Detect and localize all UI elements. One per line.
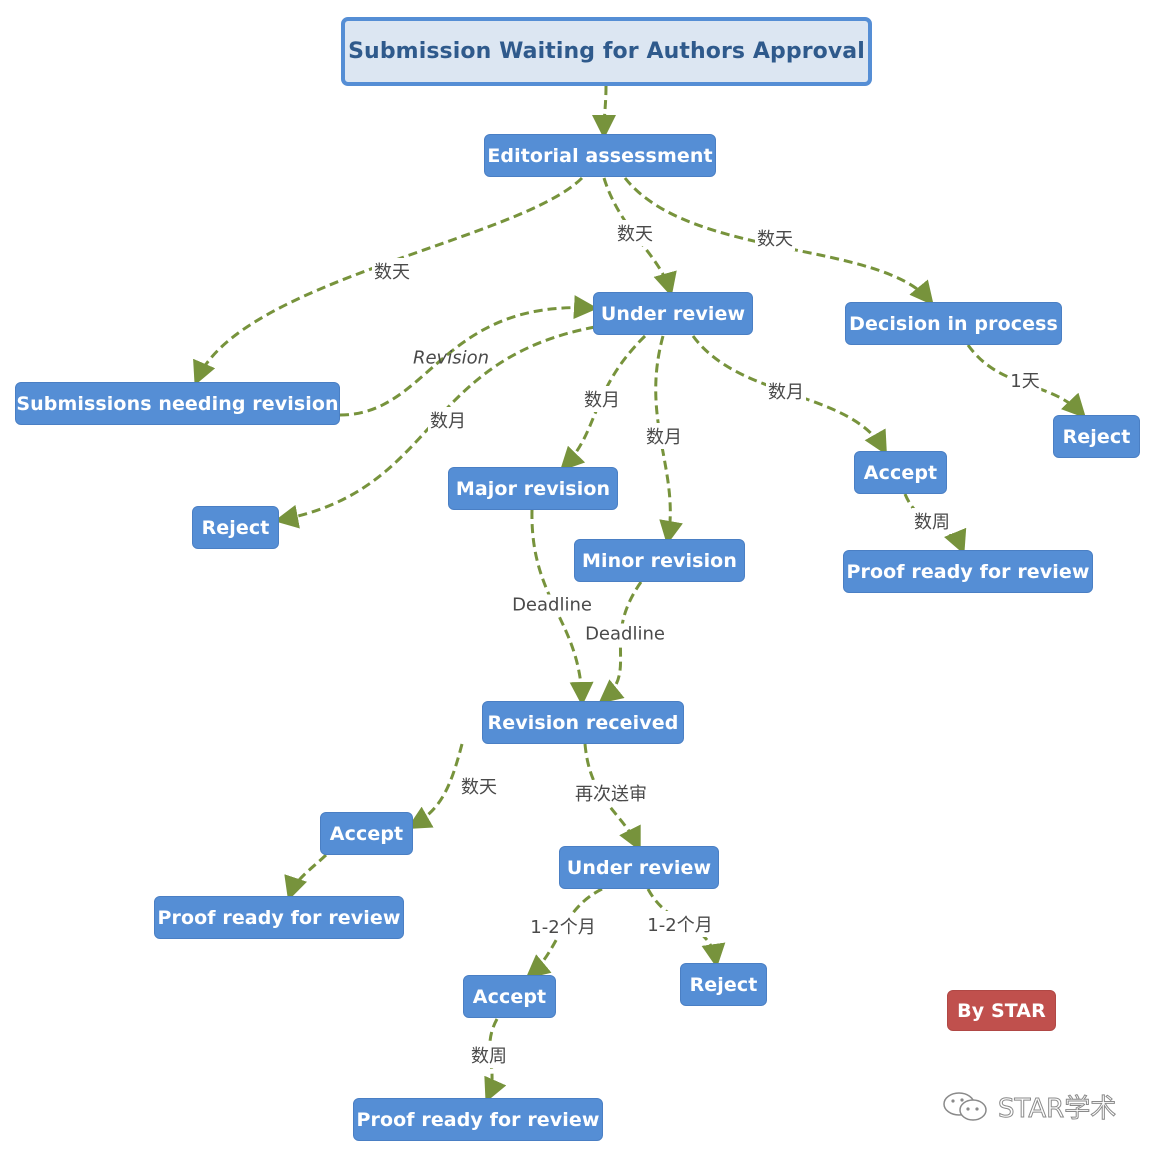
- edge-label-review-to-accept: 数月: [766, 378, 806, 404]
- accept-right-node[interactable]: Accept: [854, 451, 947, 494]
- edge-label-accept-to-proof: 数周: [912, 508, 952, 534]
- proof-ready-mid-node[interactable]: Proof ready for review: [154, 896, 404, 939]
- reject-bottom-node[interactable]: Reject: [680, 963, 767, 1006]
- edge-minor-to-received: [598, 581, 643, 704]
- edge-label-review2-to-accept: 1-2个月: [528, 913, 598, 939]
- by-star-badge: By STAR: [947, 990, 1056, 1031]
- edge-label-received-to-accept: 数天: [459, 773, 499, 799]
- decision-in-process-node[interactable]: Decision in process: [845, 302, 1062, 345]
- edge-label-received-to-review: 再次送审: [573, 780, 649, 806]
- edge-label-e-to-review: 数天: [615, 220, 655, 246]
- edge-review-to-minor: [654, 335, 683, 545]
- revision-received-node[interactable]: Revision received: [482, 701, 684, 744]
- submissions-needing-revision-node[interactable]: Submissions needing revision: [15, 382, 340, 425]
- edge-review2-to-reject: [646, 888, 726, 968]
- reject-decision-node[interactable]: Reject: [1053, 415, 1140, 458]
- edge-review-to-reject: [274, 325, 596, 529]
- root-node[interactable]: Submission Waiting for Authors Approval: [341, 17, 872, 86]
- edge-label-review-to-major: 数月: [582, 386, 622, 412]
- edge-label-accept-bottom-to-proof: 数周: [469, 1042, 509, 1068]
- edge-label-e-to-needing: 数天: [372, 258, 412, 284]
- under-review-2-node[interactable]: Under review: [559, 846, 719, 889]
- edge-accept-bottom-to-proof: [484, 1018, 507, 1103]
- edge-label-decision-to-reject: 1天: [1008, 367, 1042, 393]
- edge-label-minor-deadline: Deadline: [583, 623, 667, 645]
- edge-label-review-to-minor: 数月: [644, 423, 684, 449]
- edge-label-review-to-reject: 数月: [428, 407, 468, 433]
- accept-mid-node[interactable]: Accept: [320, 812, 413, 855]
- reject-left-node[interactable]: Reject: [192, 506, 279, 549]
- under-review-node[interactable]: Under review: [593, 292, 753, 335]
- edge-root-to-editorial: [592, 85, 617, 139]
- wechat-icon: [943, 1091, 987, 1121]
- proof-ready-right-node[interactable]: Proof ready for review: [843, 550, 1093, 593]
- minor-revision-node[interactable]: Minor revision: [574, 539, 745, 582]
- edge-label-review2-to-reject: 1-2个月: [645, 911, 715, 937]
- edge-received-to-accept: [406, 743, 464, 829]
- watermark-text: STAR学术: [997, 1094, 1117, 1125]
- editorial-assessment-node[interactable]: Editorial assessment: [484, 134, 716, 177]
- accept-bottom-node[interactable]: Accept: [463, 975, 556, 1018]
- edge-label-revision: Revision: [412, 347, 490, 369]
- major-revision-node[interactable]: Major revision: [448, 467, 618, 510]
- edge-label-major-deadline: Deadline: [510, 594, 594, 616]
- edge-accept-mid-to-proof: [284, 853, 328, 901]
- proof-ready-bottom-node[interactable]: Proof ready for review: [353, 1098, 603, 1141]
- edge-needing-to-review: [339, 295, 598, 417]
- watermark: STAR学术: [942, 1088, 1117, 1125]
- edge-label-e-to-decision: 数天: [755, 225, 795, 251]
